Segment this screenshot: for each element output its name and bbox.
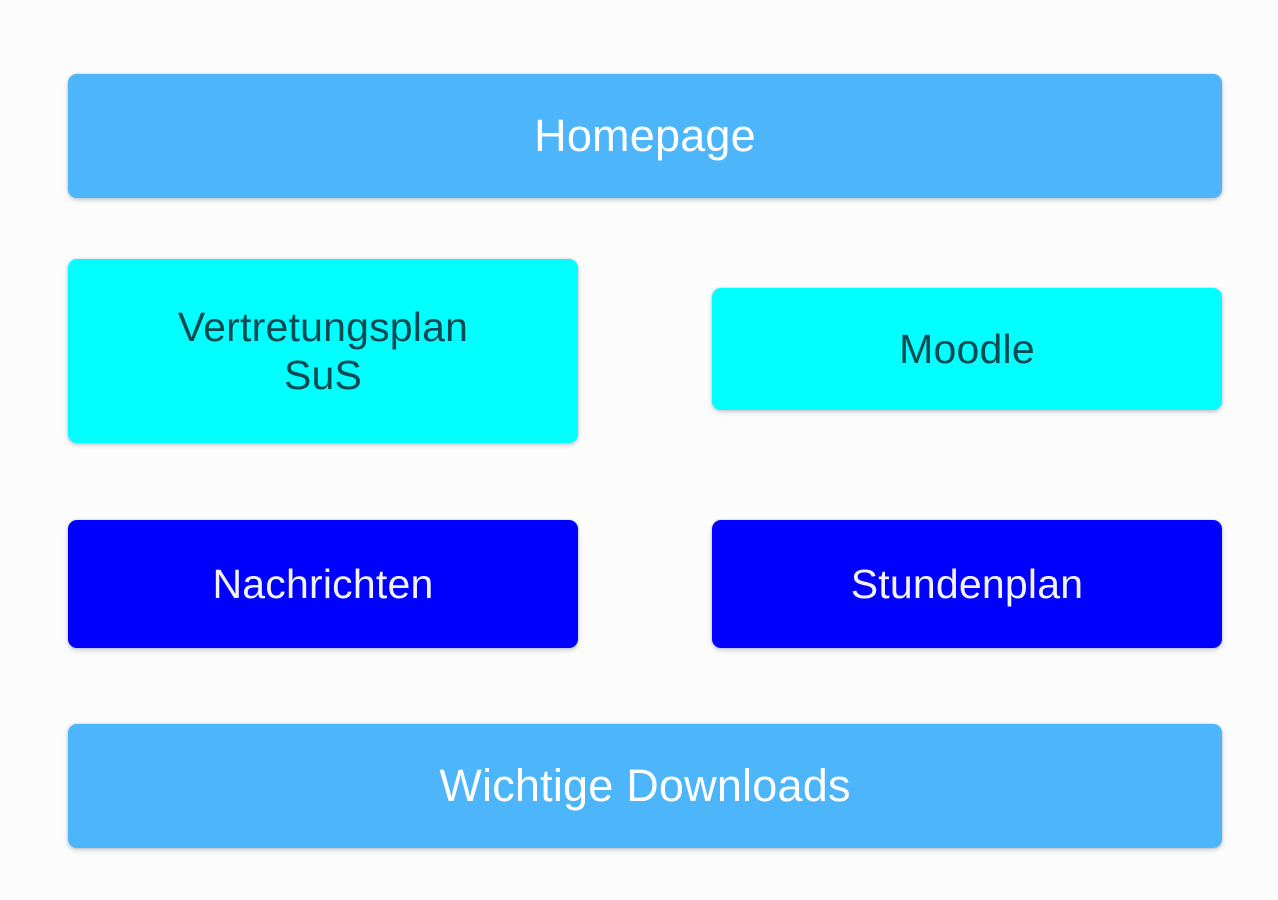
tile-homepage[interactable]: Homepage — [68, 74, 1222, 198]
tile-stundenplan-label: Stundenplan — [850, 560, 1084, 607]
tile-vertretungsplan-sus-label: Vertretungsplan SuS — [177, 303, 469, 398]
tile-moodle-label: Moodle — [899, 325, 1035, 372]
tile-stundenplan[interactable]: Stundenplan — [712, 520, 1222, 648]
tile-vertretungsplan-sus[interactable]: Vertretungsplan SuS — [68, 259, 578, 443]
tile-moodle[interactable]: Moodle — [712, 288, 1222, 410]
tile-nachrichten-label: Nachrichten — [212, 560, 434, 607]
tile-homepage-label: Homepage — [534, 110, 756, 162]
tile-wichtige-downloads-label: Wichtige Downloads — [439, 760, 851, 812]
tile-nachrichten[interactable]: Nachrichten — [68, 520, 578, 648]
tile-wichtige-downloads[interactable]: Wichtige Downloads — [68, 724, 1222, 848]
